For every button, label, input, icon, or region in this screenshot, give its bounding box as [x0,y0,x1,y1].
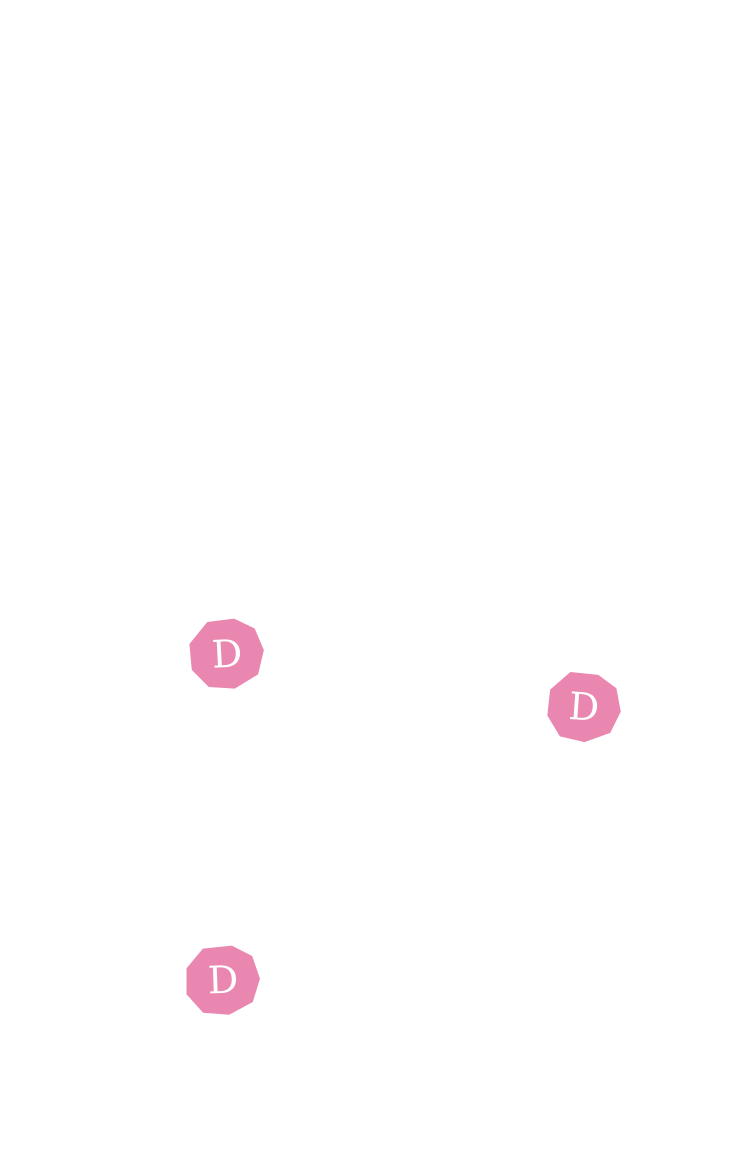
letter-d-badge-2[interactable]: D [544,668,625,745]
letter-d-badge-3[interactable]: D [184,943,262,1018]
letter-d-badge-1[interactable]: D [187,616,267,692]
pink-blob-icon [189,618,264,689]
badge-letter: D [210,631,244,677]
badge-letter: D [207,957,239,1003]
pink-blob-icon [186,945,260,1015]
pink-blob-icon [547,671,621,743]
badge-letter: D [567,683,601,731]
